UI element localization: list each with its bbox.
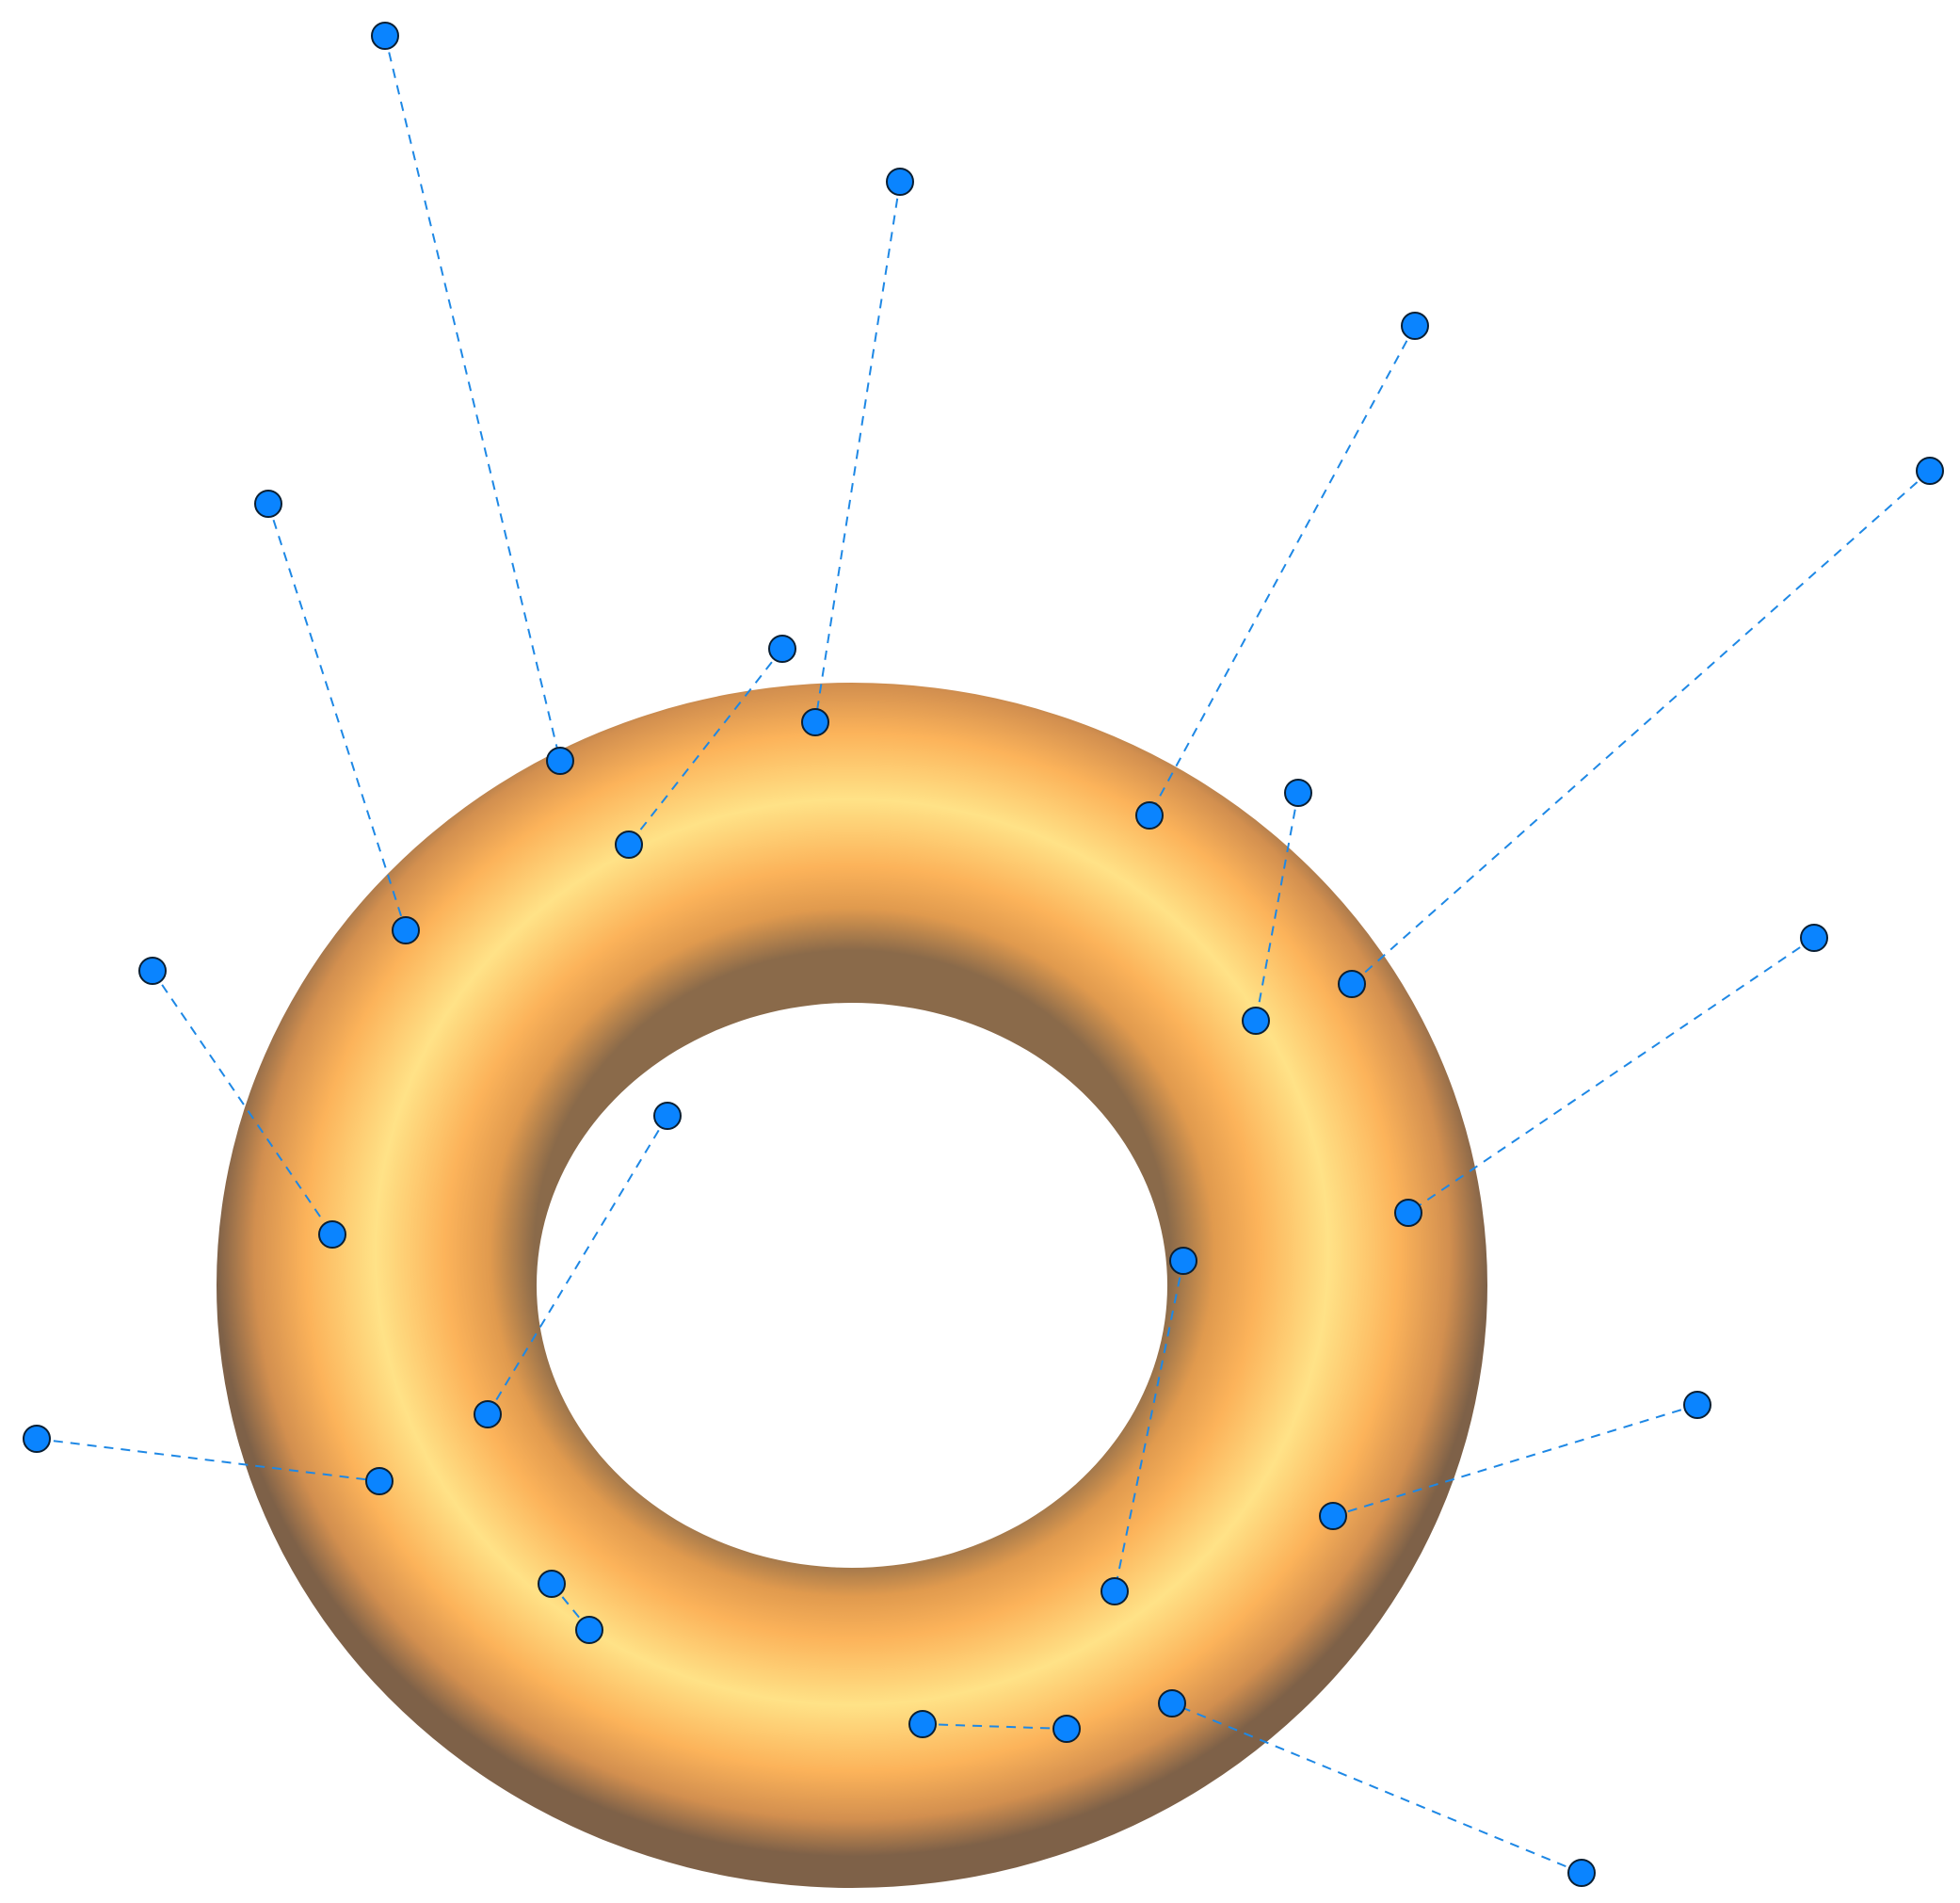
outer-point-6 bbox=[768, 635, 796, 663]
surface-point-3 bbox=[1135, 801, 1164, 830]
leader-line-5 bbox=[267, 503, 407, 931]
leader-line-11 bbox=[1114, 1260, 1184, 1592]
outer-point-4 bbox=[1916, 457, 1944, 485]
leader-line-8 bbox=[1407, 937, 1815, 1214]
outer-point-7 bbox=[1284, 779, 1312, 807]
surface-point-1 bbox=[546, 747, 574, 775]
leader-line-15 bbox=[922, 1723, 1068, 1730]
leader-line-6 bbox=[628, 648, 783, 846]
surface-point-8 bbox=[1394, 1199, 1422, 1227]
outer-point-10 bbox=[653, 1102, 682, 1130]
surface-point-10 bbox=[474, 1400, 502, 1428]
leader-line-4 bbox=[1351, 470, 1931, 985]
surface-point-7 bbox=[1242, 1007, 1270, 1035]
surface-point-9 bbox=[318, 1220, 346, 1249]
leader-line-16 bbox=[1171, 1702, 1582, 1874]
outer-point-5 bbox=[254, 490, 282, 518]
leader-line-10 bbox=[487, 1115, 668, 1415]
outer-point-12 bbox=[1683, 1391, 1711, 1419]
outer-point-2 bbox=[886, 168, 914, 196]
leader-line-7 bbox=[1255, 792, 1299, 1022]
leader-line-9 bbox=[152, 970, 333, 1235]
surface-point-15 bbox=[908, 1710, 937, 1738]
torus bbox=[216, 683, 1487, 1889]
surface-point-5 bbox=[392, 916, 420, 944]
leader-line-3 bbox=[1149, 325, 1416, 816]
surface-point-16 bbox=[1158, 1689, 1186, 1718]
outer-point-13 bbox=[23, 1425, 51, 1453]
outer-point-11 bbox=[1169, 1247, 1197, 1275]
outer-point-15 bbox=[1052, 1715, 1081, 1743]
surface-point-11 bbox=[1100, 1577, 1129, 1605]
outer-point-3 bbox=[1401, 312, 1429, 340]
outer-point-8 bbox=[1800, 924, 1828, 952]
leader-line-2 bbox=[814, 181, 901, 723]
leader-line-1 bbox=[384, 35, 561, 762]
leader-line-13 bbox=[36, 1438, 380, 1482]
surface-point-12 bbox=[1319, 1502, 1347, 1530]
outer-point-1 bbox=[371, 22, 399, 50]
sample-points bbox=[23, 22, 1944, 1887]
outer-point-16 bbox=[1567, 1859, 1596, 1887]
surface-point-2 bbox=[801, 708, 829, 736]
leader-lines bbox=[36, 35, 1931, 1874]
surface-point-4 bbox=[1338, 970, 1366, 998]
surface-point-6 bbox=[615, 831, 643, 859]
surface-point-14 bbox=[575, 1616, 603, 1644]
leader-line-12 bbox=[1332, 1404, 1698, 1517]
surface-point-13 bbox=[365, 1467, 394, 1495]
outer-point-14 bbox=[538, 1570, 566, 1598]
outer-point-9 bbox=[138, 957, 167, 985]
